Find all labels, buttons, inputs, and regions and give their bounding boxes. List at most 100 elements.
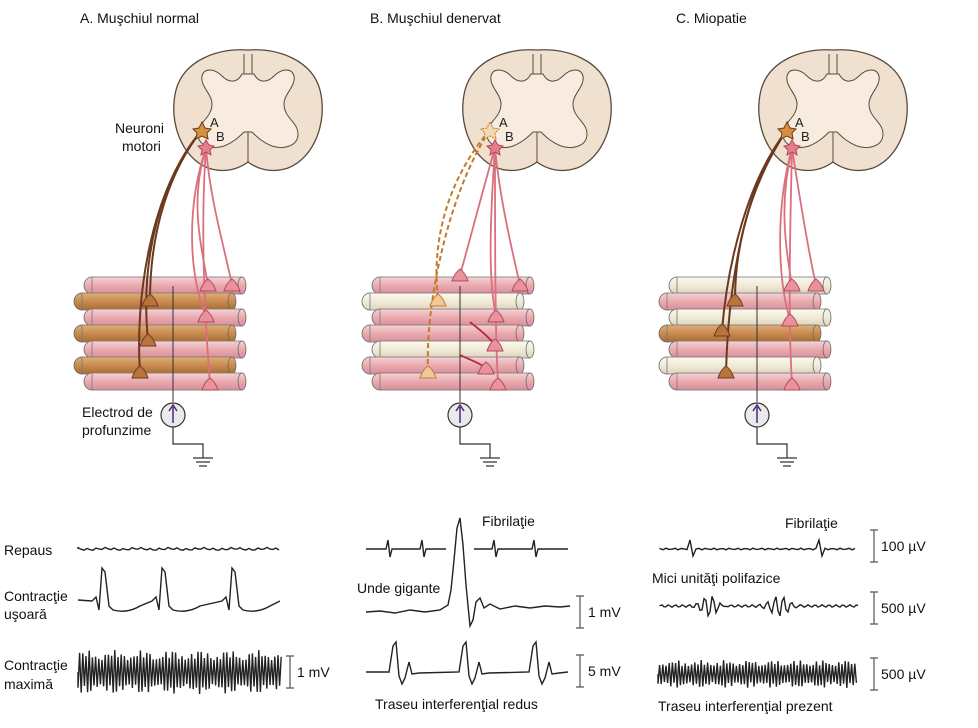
muscle-fiber-end [237, 308, 247, 327]
endplate [201, 377, 219, 391]
neuron-label-b: B [801, 129, 810, 144]
muscle-fiber-end [812, 292, 822, 311]
trace-fibrillation-b1 [366, 539, 446, 558]
motor-neurons-label: motori [122, 138, 161, 154]
scale-label: 5 mV [588, 663, 621, 679]
endplate [486, 338, 504, 352]
muscle-fiber-end [237, 340, 247, 359]
electrode-c [744, 286, 797, 467]
spinal-cord-c [758, 49, 908, 172]
trace-fibrillation-c [659, 537, 856, 559]
trace-label-fibrillation: Fibrilaţie [482, 513, 535, 529]
row-label-light: uşoară [4, 606, 47, 622]
trace-giant-wave-b [365, 517, 571, 629]
muscle-fiber-end [227, 292, 237, 311]
muscle-fiber [379, 340, 531, 359]
muscle-fiber-end [515, 292, 525, 311]
endplate [451, 268, 469, 282]
muscle-bundle-b [361, 276, 535, 391]
muscle-fiber [91, 276, 243, 295]
endplate [713, 323, 731, 337]
endplate [489, 377, 507, 391]
scale-bars [286, 529, 878, 691]
muscle-fiber [91, 372, 243, 391]
muscle-fiber [676, 276, 828, 295]
muscle-bundle-a [73, 276, 247, 391]
endplate [429, 293, 447, 307]
muscle-fiber-end [515, 356, 525, 375]
electrode-label: profunzime [82, 422, 151, 438]
endplate [197, 309, 215, 323]
endplate [807, 278, 825, 292]
muscle-bundle-c [658, 276, 832, 391]
electrode-label: Electrod de [82, 404, 153, 420]
trace-label-reduced: Traseu interferenţial redus [375, 696, 538, 712]
trace-label-small-units: Mici unităţi polifazice [652, 570, 781, 586]
endplate [726, 293, 744, 307]
muscle-fiber [676, 340, 828, 359]
muscle-fiber-end [515, 324, 525, 343]
row-label-rest: Repaus [4, 542, 52, 558]
endplate [783, 278, 801, 292]
muscle-fiber-end [525, 308, 535, 327]
muscle-fiber-end [822, 340, 832, 359]
muscle-fiber-end [812, 324, 822, 343]
muscle-fiber [676, 372, 828, 391]
muscle-fiber [666, 356, 818, 375]
scale-label: 1 mV [297, 664, 330, 680]
muscle-fiber-end [822, 372, 832, 391]
trace-max-a [77, 649, 282, 695]
muscle-fiber [379, 372, 531, 391]
muscle-fiber [81, 324, 233, 343]
muscle-fiber-end [822, 276, 832, 295]
row-label-light: Contracţie [4, 588, 68, 604]
muscle-fiber-end [822, 308, 832, 327]
endplate [199, 278, 217, 292]
endplate [511, 278, 529, 292]
muscle-fiber [666, 324, 818, 343]
endplate [783, 377, 801, 391]
emg-traces [77, 517, 859, 695]
panel-a-title: A. Muşchiul normal [80, 10, 199, 26]
scale-label: 100 µV [881, 538, 926, 554]
endplate [139, 333, 157, 347]
panel-b-title: B. Muşchiul denervat [370, 10, 501, 26]
muscle-fiber-end [227, 356, 237, 375]
axons-a [138, 129, 233, 385]
electrode-b [447, 286, 500, 467]
endplate [487, 309, 505, 323]
spinal-cord-b [462, 49, 612, 172]
neuron-label-a: A [499, 115, 508, 130]
muscle-fiber [676, 308, 828, 327]
muscle-fiber [369, 324, 521, 343]
trace-reduced-b [366, 640, 569, 686]
trace-label-giant-waves: Unde gigante [357, 580, 441, 596]
scale-label: 500 µV [881, 666, 926, 682]
muscle-fiber-end [525, 340, 535, 359]
electrode-a [160, 286, 213, 467]
trace-rest-a [77, 546, 280, 552]
endplate [477, 361, 495, 375]
muscle-fiber-end [227, 324, 237, 343]
muscle-fiber-end [525, 372, 535, 391]
spinal-cord-a [173, 49, 323, 172]
motor-neuron-star-icon [191, 120, 802, 157]
panel-c-title: C. Miopatie [676, 10, 747, 26]
endplate [419, 365, 437, 379]
endplate [131, 365, 149, 379]
neuron-label-a: A [210, 115, 219, 130]
muscle-fiber-end [812, 356, 822, 375]
scale-label: 500 µV [881, 600, 926, 616]
muscle-fiber [666, 292, 818, 311]
endplate [223, 278, 241, 292]
muscle-fiber [81, 292, 233, 311]
axons-c [721, 129, 817, 385]
trace-max-c [657, 659, 858, 688]
endplate [781, 313, 799, 327]
muscle-fiber [369, 292, 521, 311]
scale-label: 1 mV [588, 604, 621, 620]
motor-neurons-label: Neuroni [115, 120, 164, 136]
trace-fibrillation-b2 [474, 539, 568, 558]
muscle-fiber [91, 308, 243, 327]
muscle-fiber [91, 340, 243, 359]
